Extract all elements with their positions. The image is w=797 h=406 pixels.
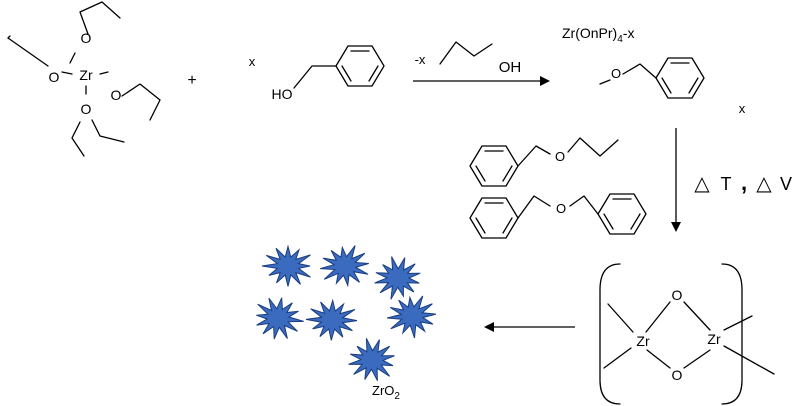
- zirconium-propoxide: O O Zr O O: [7, 1, 161, 157]
- zro2-nanoparticles: [256, 244, 437, 381]
- reaction-arrow-1: -x OH: [413, 41, 550, 86]
- ring-double-bond: [368, 65, 379, 82]
- bond: [91, 119, 125, 143]
- propyl-chain-bottom: [71, 121, 85, 157]
- oxygen-bottom-label: O: [81, 101, 92, 117]
- ring-double-bond: [502, 217, 513, 234]
- zr-o-bond: [683, 301, 711, 331]
- ether-oxygen-label: O: [555, 149, 565, 164]
- zr-terminal-bond: [723, 315, 753, 331]
- product-complex: Zr(OnPr)4-x O x: [562, 25, 746, 116]
- benzyl-alcohol: x HO: [249, 45, 385, 102]
- ring-double-bond: [502, 165, 513, 182]
- oxygen-left-label: O: [49, 69, 60, 85]
- zro2-nanoparticle: [348, 338, 395, 381]
- benzyl-alcohol-coefficient: x: [249, 54, 256, 69]
- ring-double-bond: [688, 77, 699, 94]
- arrow-head: [540, 76, 550, 86]
- propyl-chain: [567, 137, 619, 157]
- zr-terminal-bond: [607, 303, 634, 333]
- ring-double-bond: [475, 217, 486, 234]
- arrow-head: [484, 322, 494, 332]
- benzene-ring: [469, 145, 519, 187]
- zr-oxo-bridged-dimer: O O Zr Zr: [599, 263, 775, 405]
- propanol-chain: [439, 41, 493, 65]
- zro2-nanoparticle: [261, 244, 311, 287]
- ch2-o-bond: [517, 145, 551, 167]
- hydroxyl-label: HO: [272, 86, 293, 102]
- reaction-arrow-2: △ T , △ V: [671, 128, 792, 232]
- benzyl-propyl-ether: O: [469, 137, 619, 187]
- zr-o-bond: [683, 349, 711, 369]
- benzene-ring: [655, 57, 705, 99]
- bond: [7, 35, 11, 39]
- delta-symbol: △: [694, 173, 710, 195]
- zr-center-label: Zr: [79, 67, 93, 83]
- ring-double-bond: [630, 213, 641, 230]
- zr-right-label: Zr: [707, 331, 721, 347]
- bond: [61, 71, 73, 75]
- propyl-chain-left: [7, 37, 49, 67]
- benzyl-ch2-bond: [622, 63, 657, 79]
- zro2-nanoparticle: [374, 256, 421, 300]
- benzyl-ch2-bond: [293, 65, 337, 89]
- benzene-ring: [597, 193, 647, 235]
- ch2-o-bond: [517, 195, 551, 219]
- bond: [599, 79, 611, 85]
- delta-symbol: △: [756, 173, 772, 195]
- zr-o-bond: [646, 349, 671, 369]
- reaction-arrow-3: [484, 322, 575, 332]
- ring-double-bond: [661, 77, 672, 94]
- condition-separator: ,: [741, 170, 747, 195]
- left-bracket: [599, 263, 621, 405]
- product-oxygen-label: O: [611, 66, 621, 81]
- oxygen-right-label: O: [111, 87, 122, 103]
- bridge-oxygen-bottom: O: [672, 367, 683, 383]
- benzene-ring: [469, 197, 519, 239]
- ether-oxygen-label: O: [556, 201, 566, 216]
- zr-left-label: Zr: [636, 333, 650, 349]
- zro2-nanoparticle: [386, 295, 437, 339]
- propyl-chain-right: [121, 83, 161, 121]
- bridge-oxygen-top: O: [672, 287, 683, 303]
- right-bracket: [721, 263, 743, 405]
- zr-terminal-bond: [603, 347, 632, 369]
- product-coefficient: x: [739, 101, 746, 116]
- benzene-ring: [335, 45, 385, 87]
- oxygen-top-label: O: [81, 30, 92, 46]
- zro2-nanoparticle: [320, 245, 369, 288]
- product-formula: Zr(OnPr)4-x: [562, 25, 634, 45]
- ring-double-bond: [475, 165, 486, 182]
- propanol-hydroxyl-label: OH: [499, 59, 522, 76]
- zro2-nanoparticle: [305, 298, 358, 341]
- o-ch2-bond: [569, 195, 599, 215]
- plus-sign: +: [187, 72, 196, 89]
- bond: [69, 52, 76, 64]
- arrow-coefficient: -x: [415, 52, 426, 67]
- ring-double-bond: [603, 213, 614, 230]
- zr-terminal-bond: [723, 345, 775, 375]
- dibenzyl-ether: O: [469, 193, 647, 239]
- temperature-label: T: [721, 174, 732, 194]
- bond: [99, 71, 109, 75]
- propyl-chain-top: [79, 1, 121, 35]
- volume-label: V: [780, 174, 792, 194]
- zr-o-bond: [645, 301, 671, 333]
- zro2-nanoparticle: [256, 297, 304, 340]
- ring-double-bond: [341, 65, 352, 82]
- zro2-label: ZrO2: [372, 383, 400, 402]
- arrow-head: [671, 222, 681, 232]
